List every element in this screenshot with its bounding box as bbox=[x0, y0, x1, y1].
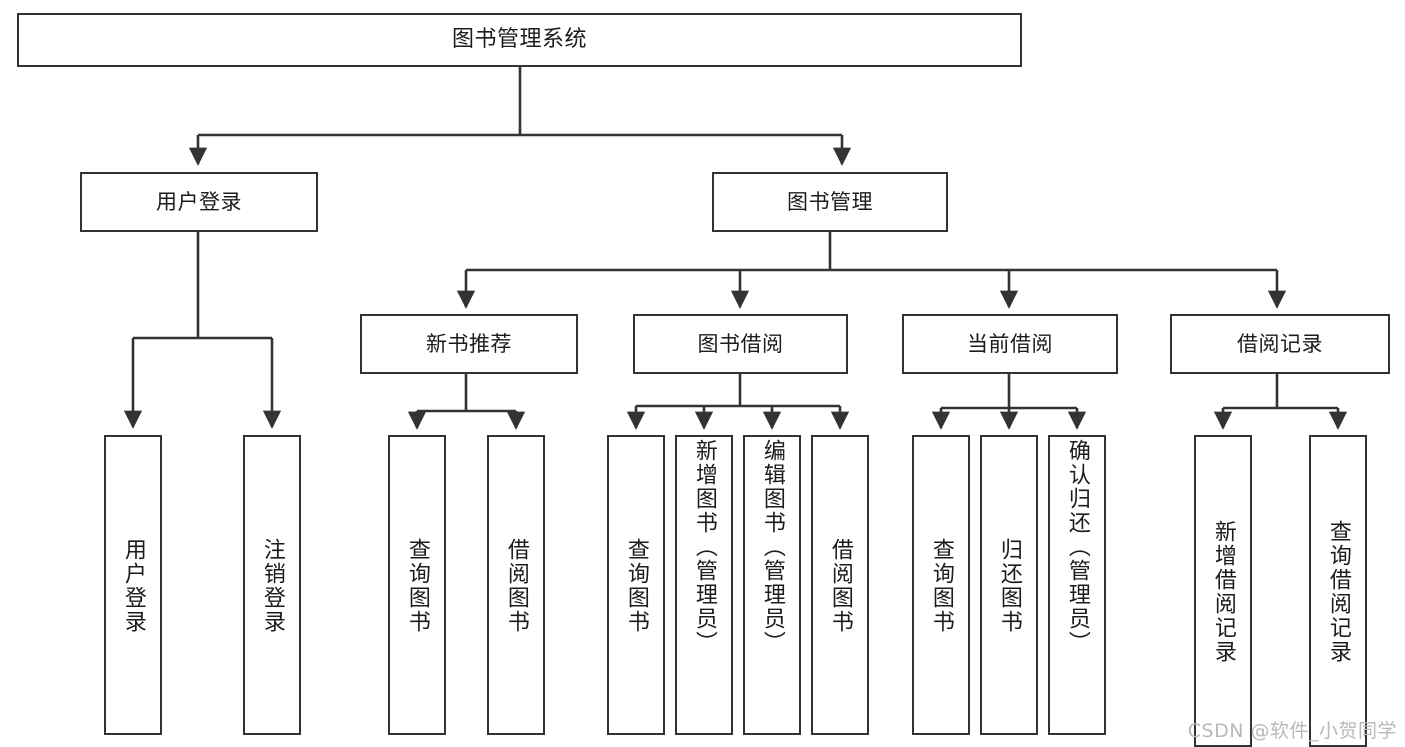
leaf-borrow-record-query[interactable]: 查询借阅记录 bbox=[1309, 435, 1367, 747]
leaf-label: 确认归还（管理员） bbox=[1064, 439, 1090, 655]
leaf-label: 查询图书 bbox=[623, 538, 649, 634]
leaf-new-book-query[interactable]: 查询图书 bbox=[388, 435, 446, 735]
node-label: 新书推荐 bbox=[426, 331, 512, 356]
node-label: 借阅记录 bbox=[1237, 331, 1323, 356]
watermark: CSDN @软件_小贺同学 bbox=[1187, 720, 1397, 742]
leaf-label: 归还图书 bbox=[996, 538, 1022, 634]
node-root-system[interactable]: 图书管理系统 bbox=[17, 13, 1022, 67]
node-user-login[interactable]: 用户登录 bbox=[80, 172, 318, 232]
leaf-label: 查询图书 bbox=[928, 538, 954, 634]
node-book-borrow[interactable]: 图书借阅 bbox=[633, 314, 848, 374]
leaf-label: 新增图书（管理员） bbox=[691, 439, 717, 655]
leaf-book-borrow-edit[interactable]: 编辑图书（管理员） bbox=[743, 435, 801, 735]
node-borrow-record[interactable]: 借阅记录 bbox=[1170, 314, 1390, 374]
leaf-label: 新增借阅记录 bbox=[1210, 520, 1236, 664]
leaf-label: 查询借阅记录 bbox=[1325, 520, 1351, 664]
node-new-book-recommend[interactable]: 新书推荐 bbox=[360, 314, 578, 374]
node-label: 图书管理系统 bbox=[451, 27, 587, 53]
leaf-current-borrow-query[interactable]: 查询图书 bbox=[912, 435, 970, 735]
node-label: 图书借阅 bbox=[697, 331, 784, 356]
leaf-label: 查询图书 bbox=[404, 538, 430, 634]
node-current-borrow[interactable]: 当前借阅 bbox=[902, 314, 1118, 374]
leaf-label: 借阅图书 bbox=[827, 538, 853, 634]
node-label: 用户登录 bbox=[156, 189, 242, 214]
leaf-user-login-logout[interactable]: 注销登录 bbox=[243, 435, 301, 735]
leaf-borrow-record-add[interactable]: 新增借阅记录 bbox=[1194, 435, 1252, 747]
node-label: 图书管理 bbox=[787, 189, 873, 214]
leaf-book-borrow-add[interactable]: 新增图书（管理员） bbox=[675, 435, 733, 735]
leaf-current-borrow-confirm-return[interactable]: 确认归还（管理员） bbox=[1048, 435, 1106, 735]
leaf-book-borrow-borrow[interactable]: 借阅图书 bbox=[811, 435, 869, 735]
node-book-management[interactable]: 图书管理 bbox=[712, 172, 948, 232]
leaf-user-login-login[interactable]: 用户登录 bbox=[104, 435, 162, 735]
leaf-label: 编辑图书（管理员） bbox=[759, 439, 785, 655]
leaf-new-book-borrow[interactable]: 借阅图书 bbox=[487, 435, 545, 735]
leaf-current-borrow-return[interactable]: 归还图书 bbox=[980, 435, 1038, 735]
leaf-label: 注销登录 bbox=[259, 538, 285, 634]
leaf-label: 用户登录 bbox=[120, 538, 146, 634]
leaf-book-borrow-query[interactable]: 查询图书 bbox=[607, 435, 665, 735]
leaf-label: 借阅图书 bbox=[503, 538, 529, 634]
node-label: 当前借阅 bbox=[967, 331, 1053, 356]
